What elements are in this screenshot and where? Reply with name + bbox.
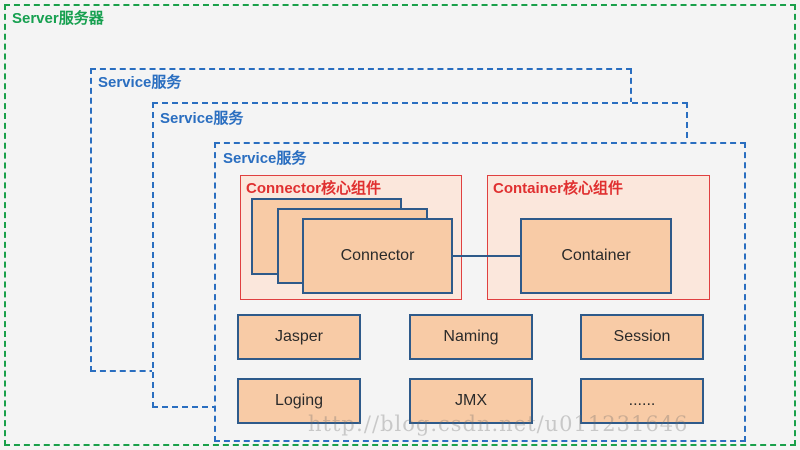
loging-box: Loging: [237, 378, 361, 424]
service-label-1: Service服务: [98, 74, 182, 91]
connector-box: Connector: [302, 218, 453, 294]
jasper-box: Jasper: [237, 314, 361, 360]
server-label: Server服务器: [12, 10, 104, 27]
session-box: Session: [580, 314, 704, 360]
jmx-box: JMX: [409, 378, 533, 424]
connector-container-link: [453, 255, 520, 257]
server-container: [4, 4, 796, 446]
service-label-2: Service服务: [160, 110, 244, 127]
watermark-url: http://blog.csdn.net/u011231646: [308, 412, 689, 436]
connector-group-label: Connector核心组件: [246, 180, 382, 197]
container-group-label: Container核心组件: [493, 180, 624, 197]
naming-box: Naming: [409, 314, 533, 360]
container-box: Container: [520, 218, 672, 294]
more-components-box: ......: [580, 378, 704, 424]
service-label-3: Service服务: [223, 150, 307, 167]
